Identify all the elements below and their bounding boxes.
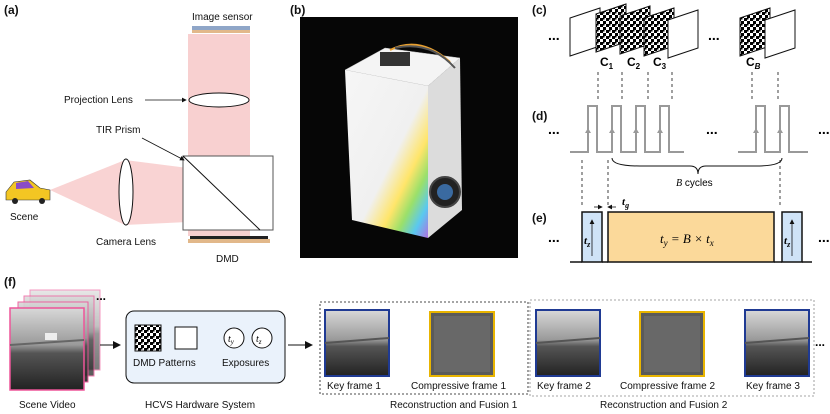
- panel-label-d: (d): [532, 109, 547, 123]
- c3-label: C3: [653, 55, 667, 71]
- blank-pattern-icon: [174, 326, 198, 350]
- hardware-label: HCVS Hardware System: [145, 400, 255, 411]
- recon-group-2: [529, 299, 815, 397]
- key-frame-3: [744, 309, 810, 377]
- dmd-label: DMD: [216, 254, 239, 265]
- tz-circle-label: tz: [256, 334, 262, 346]
- cb-label: CB: [746, 55, 761, 71]
- tz-label-2: tz: [784, 235, 791, 249]
- scene-video-stack: [9, 289, 101, 391]
- image-sensor-label: Image sensor: [192, 12, 253, 23]
- hcvs-hardware-box: [125, 310, 286, 384]
- pattern-dots-left: ...: [548, 27, 560, 43]
- projection-lens: [188, 92, 250, 108]
- blank-pattern-3: [764, 9, 796, 59]
- blank-pattern-2: [667, 9, 699, 59]
- recon-label-2: Reconstruction and Fusion 2: [600, 400, 728, 411]
- camera-lens-label: Camera Lens: [96, 237, 156, 248]
- alignment-guides: [581, 72, 781, 206]
- dmd-patterns-label: DMD Patterns: [133, 358, 196, 369]
- cycles-brace: [611, 157, 783, 175]
- ty-equation: ty = B × tx: [660, 231, 714, 248]
- modulation-signal-2: [738, 105, 808, 153]
- signal-dots-right: ...: [818, 121, 830, 137]
- exposure-pulse: [607, 211, 775, 263]
- tz-label-1: tz: [584, 235, 591, 249]
- pattern-dots-mid: ...: [708, 27, 720, 43]
- recon-label-1: Reconstruction and Fusion 1: [390, 400, 518, 411]
- prototype-device: [344, 43, 462, 238]
- panel-label-b: (b): [290, 3, 305, 17]
- ty-circle: [223, 327, 245, 349]
- tz-circle: [251, 327, 273, 349]
- dmd-pattern-icon: [134, 324, 162, 352]
- incoming-light-cone: [50, 160, 125, 225]
- c1-label: C1: [600, 55, 614, 71]
- exposures-label: Exposures: [222, 358, 269, 369]
- timing-dots-left: ...: [548, 229, 560, 245]
- frames-dots: ...: [815, 335, 825, 349]
- frame-label-5: Key frame 3: [746, 381, 800, 392]
- scene-video-label: Scene Video: [19, 400, 76, 411]
- key-frame-2: [535, 309, 601, 377]
- dmd-chip: [190, 236, 268, 239]
- scene-label: Scene: [10, 212, 39, 223]
- recon-group-1: [319, 301, 529, 395]
- panel-label-c: (c): [532, 3, 547, 17]
- frame-label-2: Compressive frame 1: [411, 381, 506, 392]
- signal-dots-mid: ...: [706, 121, 718, 137]
- frame-label-4: Compressive frame 2: [620, 381, 715, 392]
- modulation-signal-1: [570, 105, 684, 153]
- cycles-label: B cycles: [676, 178, 713, 189]
- signal-dots-left: ...: [548, 121, 560, 137]
- frame-label-3: Key frame 2: [537, 381, 591, 392]
- car-icon: [5, 179, 51, 204]
- compressive-frame-1: [429, 311, 495, 377]
- panel-label-f: (f): [4, 275, 16, 289]
- compressive-frame-2: [639, 311, 705, 377]
- key-frame-1: [324, 309, 390, 377]
- timing-dots-right: ...: [818, 229, 830, 245]
- camera-lens: [118, 158, 134, 226]
- tir-prism: [182, 155, 274, 231]
- image-sensor: [192, 26, 250, 30]
- panel-label-e: (e): [532, 211, 547, 225]
- video-dots: ...: [96, 289, 106, 303]
- ty-circle-label: ty: [228, 334, 235, 346]
- projection-lens-label: Projection Lens: [64, 95, 133, 106]
- panel-label-a: (a): [4, 3, 19, 17]
- c2-label: C2: [627, 55, 641, 71]
- incoming-light-beam: [125, 160, 188, 225]
- tir-prism-label: TIR Prism: [96, 125, 140, 136]
- frame-label-1: Key frame 1: [327, 381, 381, 392]
- tg-label: tg: [622, 196, 629, 210]
